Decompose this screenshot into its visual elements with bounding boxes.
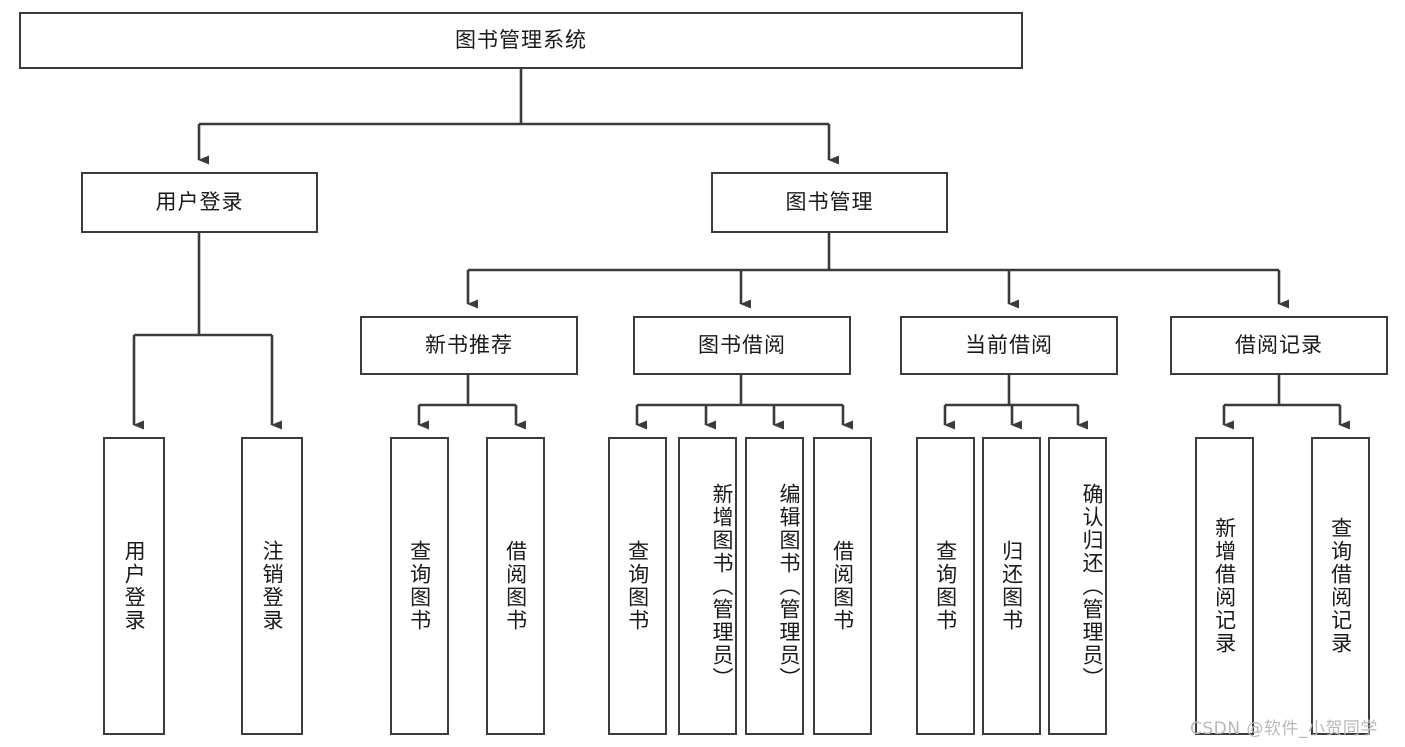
node-label: 新增借阅记录 (1212, 517, 1237, 655)
node-label: 借阅记录 (1235, 332, 1323, 357)
node-label: 图书管理系统 (455, 27, 587, 52)
leaf-return-book[interactable]: 归还图书 (982, 437, 1041, 735)
node-label: 新书推荐 (425, 332, 513, 357)
leaf-edit-book-admin[interactable]: 编辑图书（管理员） (745, 437, 804, 735)
node-label: 用户登录 (122, 540, 147, 632)
node-label: 查询图书 (933, 540, 958, 632)
node-label: 注销登录 (260, 540, 285, 632)
node-root-system[interactable]: 图书管理系统 (19, 12, 1023, 69)
leaf-add-book-admin[interactable]: 新增图书（管理员） (678, 437, 737, 735)
node-label: 查询图书 (407, 540, 432, 632)
node-book-management[interactable]: 图书管理 (711, 172, 948, 233)
leaf-confirm-return-admin[interactable]: 确认归还（管理员） (1048, 437, 1107, 735)
node-label: 图书管理 (785, 189, 874, 214)
node-user-login[interactable]: 用户登录 (81, 172, 318, 233)
node-current-borrow[interactable]: 当前借阅 (900, 316, 1118, 375)
node-label: 查询图书 (625, 540, 650, 632)
csdn-watermark: CSDN @软件_小贺同学 (1190, 719, 1378, 739)
node-label: 借阅图书 (503, 540, 528, 632)
node-label: 查询借阅记录 (1328, 517, 1353, 655)
node-label: 确认归还（管理员） (1080, 482, 1104, 690)
leaf-borrow-query-book[interactable]: 查询图书 (608, 437, 667, 735)
leaf-logout-login[interactable]: 注销登录 (241, 437, 303, 735)
leaf-add-borrow-record[interactable]: 新增借阅记录 (1195, 437, 1254, 735)
node-label: 归还图书 (999, 540, 1024, 632)
node-label: 当前借阅 (965, 332, 1053, 357)
leaf-new-book-query[interactable]: 查询图书 (390, 437, 449, 735)
leaf-new-book-borrow[interactable]: 借阅图书 (486, 437, 545, 735)
node-label: 用户登录 (155, 189, 244, 214)
leaf-current-query-book[interactable]: 查询图书 (916, 437, 975, 735)
leaf-user-login[interactable]: 用户登录 (103, 437, 165, 735)
node-label: 借阅图书 (830, 540, 855, 632)
node-label: 图书借阅 (698, 332, 786, 357)
node-label: 新增图书（管理员） (710, 482, 734, 690)
node-book-borrow[interactable]: 图书借阅 (633, 316, 851, 375)
node-new-book-recommend[interactable]: 新书推荐 (360, 316, 578, 375)
leaf-query-borrow-record[interactable]: 查询借阅记录 (1311, 437, 1370, 735)
node-label: 编辑图书（管理员） (777, 482, 801, 690)
node-borrow-record[interactable]: 借阅记录 (1170, 316, 1388, 375)
leaf-borrow-book[interactable]: 借阅图书 (813, 437, 872, 735)
